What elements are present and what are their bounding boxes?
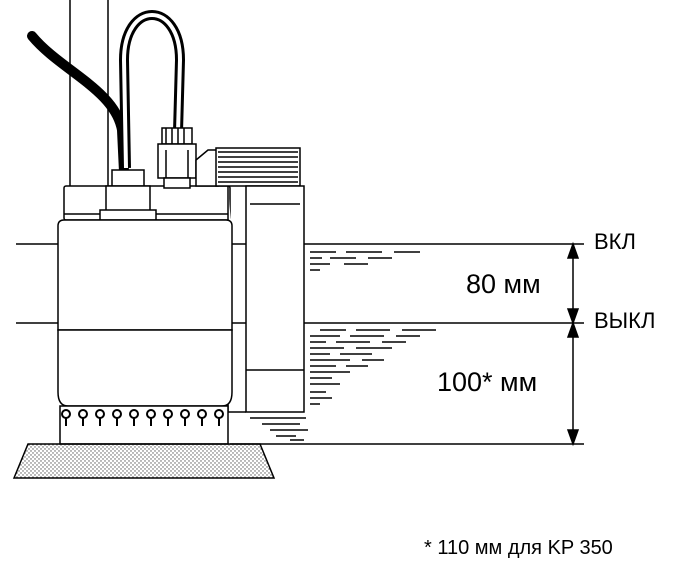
- dimension-arrows: [566, 241, 580, 447]
- float-bracket: [215, 147, 301, 187]
- pump-motor: [57, 219, 233, 407]
- dimension-upper-label: 80 мм: [466, 269, 541, 299]
- float-connector: [157, 127, 219, 189]
- intake-strainer: [59, 405, 229, 445]
- level-off-label: ВЫКЛ: [594, 308, 656, 333]
- cable-gland: [99, 169, 157, 221]
- base-plate: [12, 443, 276, 479]
- float-switch: [227, 185, 305, 413]
- water-hatching: [250, 251, 436, 441]
- discharge-pipe: [69, 0, 109, 186]
- water-level-lines: [16, 243, 584, 445]
- level-on-label: ВКЛ: [594, 229, 636, 254]
- footnote: * 110 мм для KP 350: [424, 537, 613, 559]
- power-cable: [27, 31, 129, 177]
- dimension-lower-label: 100* мм: [437, 367, 538, 397]
